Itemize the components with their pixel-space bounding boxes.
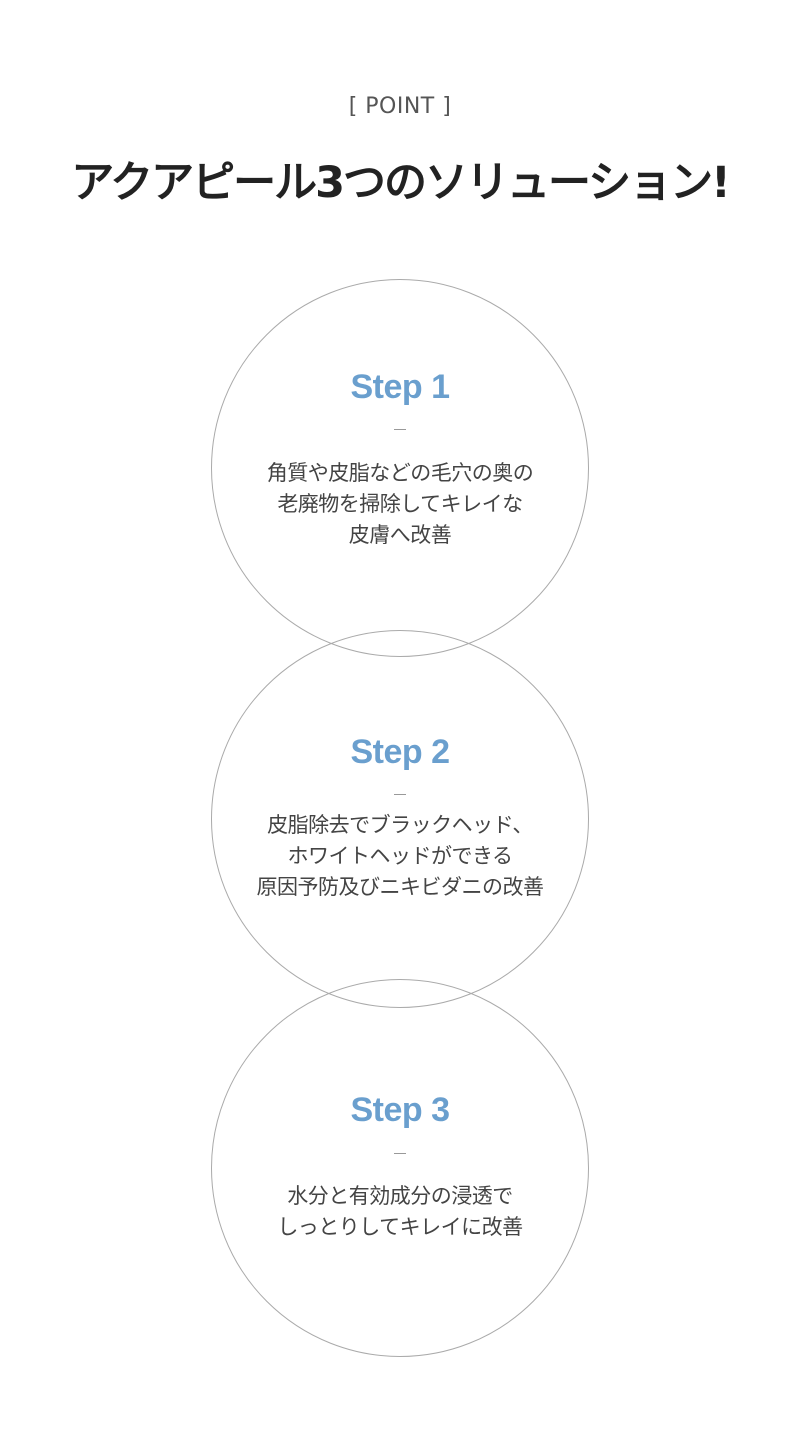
step-2-line: 皮脂除去でブラックヘッド、 bbox=[267, 813, 533, 837]
step-2-line: 原因予防及びニキビダニの改善 bbox=[256, 875, 545, 899]
step-3-line: 水分と有効成分の浸透で bbox=[287, 1184, 513, 1208]
step-2-divider bbox=[394, 794, 406, 795]
step-3-line: しっとりしてキレイに改善 bbox=[277, 1215, 523, 1239]
step-2-description: 皮脂除去でブラックヘッド、 ホワイトヘッドができる 原因予防及びニキビダニの改善 bbox=[0, 810, 800, 903]
step-1-line: 皮膚へ改善 bbox=[348, 523, 452, 547]
step-1-line: 老廃物を掃除してキレイな bbox=[277, 492, 523, 516]
step-1-line: 角質や皮脂などの毛穴の奥の bbox=[266, 461, 534, 485]
page-title: アクアピール3つのソリューション! bbox=[71, 158, 731, 208]
step-3-title: Step 3 bbox=[350, 1091, 450, 1129]
step-3-divider bbox=[394, 1153, 406, 1154]
step-1-title: Step 1 bbox=[350, 368, 450, 406]
step-3-description: 水分と有効成分の浸透で しっとりしてキレイに改善 bbox=[0, 1181, 800, 1243]
step-3-circle bbox=[211, 979, 589, 1357]
step-2-line: ホワイトヘッドができる bbox=[287, 844, 513, 868]
point-eyebrow: [ POINT ] bbox=[348, 94, 452, 119]
step-1-description: 角質や皮脂などの毛穴の奥の 老廃物を掃除してキレイな 皮膚へ改善 bbox=[0, 458, 800, 551]
step-2-title: Step 2 bbox=[350, 733, 450, 771]
step-1-divider bbox=[394, 429, 406, 430]
